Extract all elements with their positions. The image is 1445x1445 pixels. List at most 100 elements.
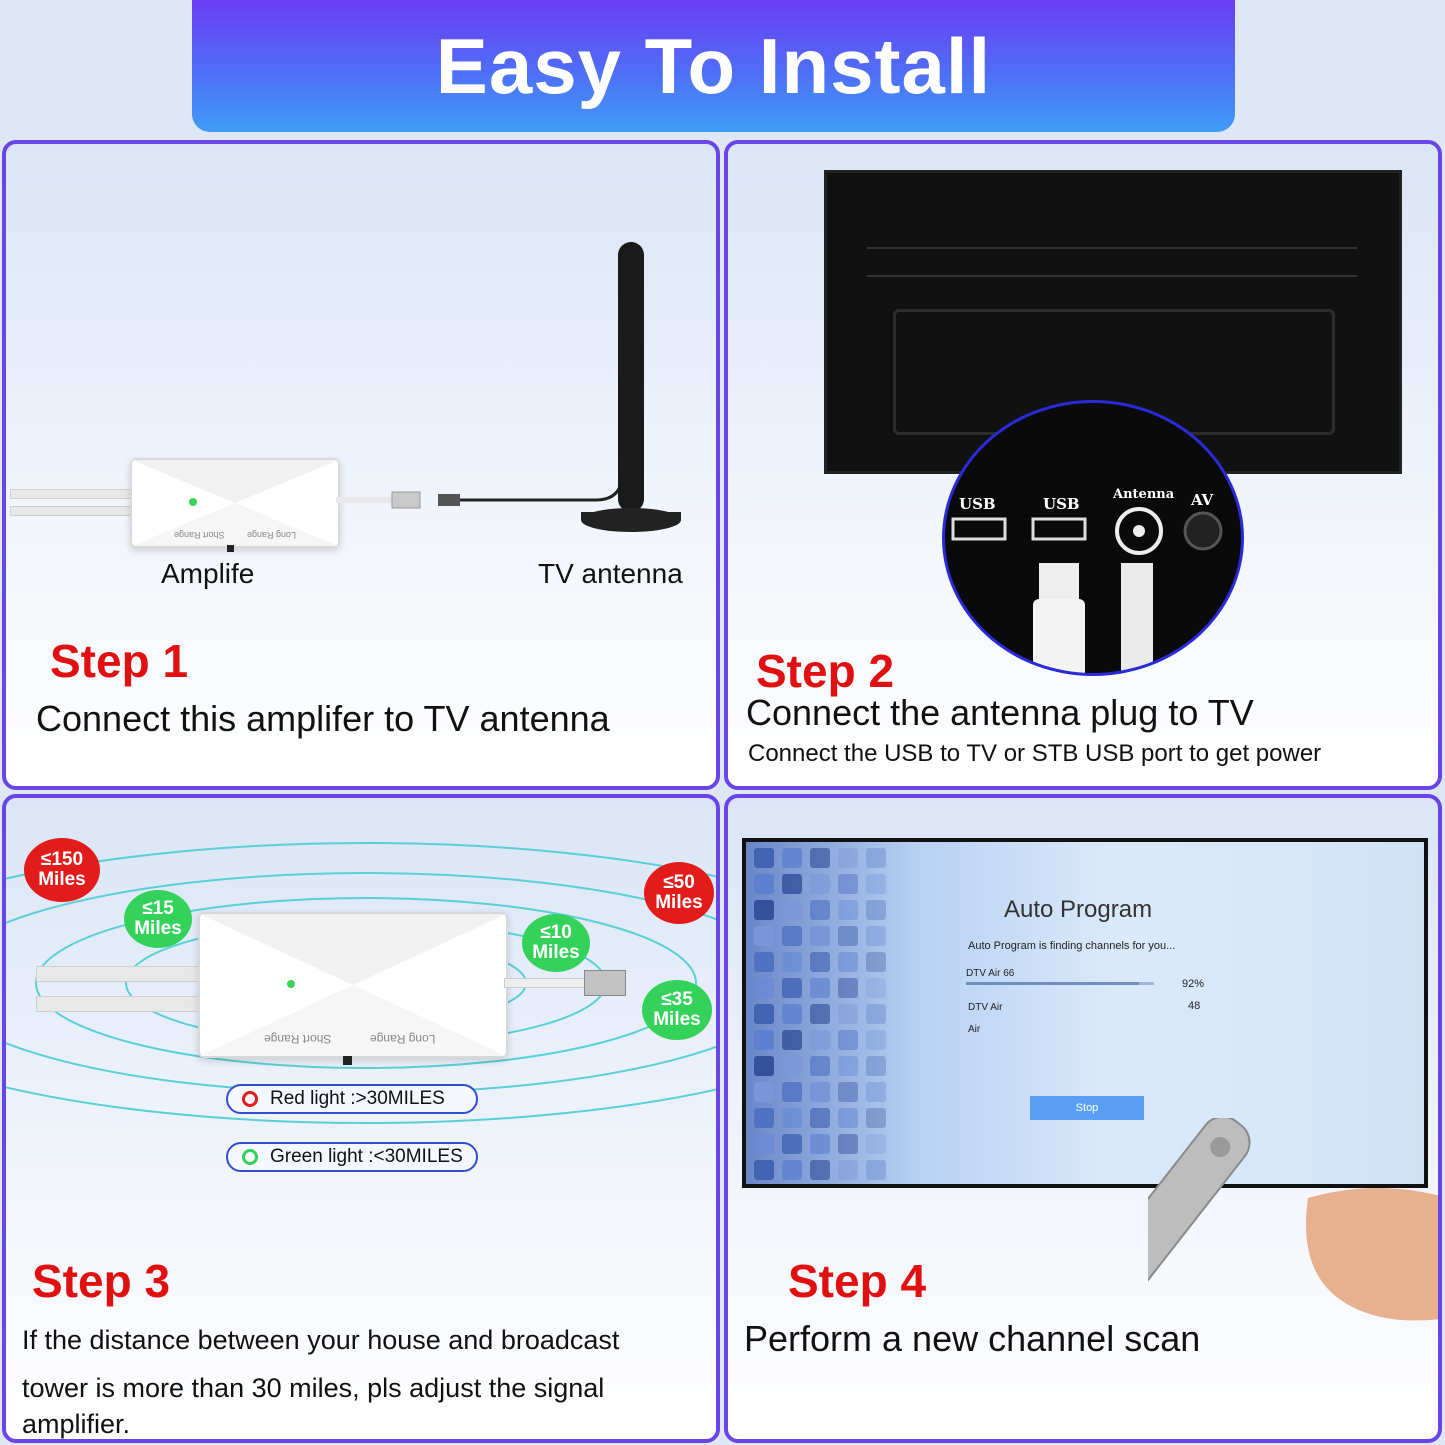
app-tile [782,952,802,972]
app-tile [754,848,774,868]
app-tile [838,1030,858,1050]
app-tile [866,952,886,972]
app-tile [866,848,886,868]
legend-green-text: Green light :<30MILES [270,1146,463,1167]
hand-remote-icon [1148,1118,1438,1321]
app-tile [782,1030,802,1050]
app-tile [838,1134,858,1154]
step1-panel: Short Range Long Range Amplife TV antenn… [2,140,720,790]
antenna-cable-drawing [336,242,681,532]
badge-150-miles: ≤150 Miles [24,838,100,902]
legend-green-light: Green light :<30MILES [226,1142,478,1172]
app-tile [866,1160,886,1180]
amp-short-range-label: Short Range [264,1032,332,1046]
coax-connector-icon [584,970,626,996]
badge-10-miles: ≤10 Miles [522,914,590,972]
step2-description: Connect the antenna plug to TV [746,692,1254,733]
step2-subdescription: Connect the USB to TV or STB USB port to… [748,740,1322,767]
app-tile [754,926,774,946]
badge-unit: Miles [38,869,86,890]
app-tile [810,1108,830,1128]
app-tile [866,978,886,998]
app-tile [866,874,886,894]
app-tile [838,900,858,920]
step3-description: If the distance between your house and b… [22,1318,716,1439]
step1-title: Step 1 [50,635,189,687]
step2-panel: USB USB Antenna AV Step 2 Connect the an… [724,140,1442,790]
app-tile [810,1160,830,1180]
app-tile [782,926,802,946]
app-tile [754,1056,774,1076]
badge-15-miles: ≤15 Miles [124,890,192,948]
app-tile [838,1082,858,1102]
coax-cable-left-top [36,966,204,982]
app-tiles-wall [746,842,896,1184]
app-tile [810,1004,830,1024]
app-tile [754,1108,774,1128]
app-tile [754,874,774,894]
badge-value: ≤10 [540,922,572,943]
screen-row3-label: Air [968,1024,981,1035]
app-tile [838,1160,858,1180]
tv-vent-lines [867,275,1357,277]
green-dot-icon [242,1149,258,1165]
step3-desc-line1: If the distance between your house and b… [22,1325,620,1355]
amplifier-pattern [200,914,506,1056]
badge-value: ≤50 [663,872,695,893]
step3-desc-line3: amplifier. [22,1409,131,1439]
app-tile [782,900,802,920]
status-led-icon [287,980,295,988]
app-tile [866,1030,886,1050]
app-tile [838,848,858,868]
app-tile [754,1004,774,1024]
app-tile [810,900,830,920]
amp-long-range-label: Long Range [370,1032,436,1046]
app-tile [810,1030,830,1050]
app-tile [810,952,830,972]
step3-title: Step 3 [32,1255,171,1307]
screen-row1-label: DTV Air 66 [966,968,1015,979]
badge-unit: Miles [653,1009,701,1030]
app-tile [838,1056,858,1076]
app-tile [866,1004,886,1024]
step3-desc-line2: tower is more than 30 miles, pls adjust … [22,1373,605,1403]
app-tile [838,952,858,972]
coax-cable-left-bottom [36,996,204,1012]
screen-heading: Auto Program [1004,896,1153,923]
app-tile [782,1108,802,1128]
step1-description: Connect this amplifer to TV antenna [36,698,610,739]
app-tile [838,926,858,946]
screen-row2-value: 48 [1188,1000,1201,1012]
step4-description: Perform a new channel scan [744,1318,1201,1359]
app-tile [782,1056,802,1076]
badge-unit: Miles [134,918,182,939]
legend-red-light: Red light :>30MILES [226,1084,478,1114]
app-tile [838,874,858,894]
app-tile [810,926,830,946]
progress-fill [966,982,1139,985]
step4-title: Step 4 [788,1255,927,1307]
app-tile [782,1082,802,1102]
port-zoom-circle: USB USB Antenna AV [942,400,1244,676]
step4-panel: Auto Program Auto Program is finding cha… [724,794,1442,1443]
badge-35-miles: ≤35 Miles [642,980,712,1040]
port-label-antenna: Antenna [1113,487,1175,502]
app-tile [866,926,886,946]
app-tile [810,978,830,998]
ports-drawing [951,507,1223,673]
app-tile [754,1160,774,1180]
port-label-usb1: USB [959,495,996,513]
badge-unit: Miles [532,942,580,963]
tv-vent-lines [867,247,1357,249]
app-tile [810,1056,830,1076]
stop-button[interactable]: Stop [1030,1096,1144,1120]
app-tile [838,1004,858,1024]
badge-value: ≤15 [142,898,174,919]
badge-value: ≤150 [40,849,84,870]
app-tile [866,1108,886,1128]
step2-title: Step 2 [756,645,895,697]
app-tile [782,1160,802,1180]
amp-connector [504,978,586,988]
amplifier-image: Short Range Long Range [198,912,508,1058]
app-tile [754,1134,774,1154]
